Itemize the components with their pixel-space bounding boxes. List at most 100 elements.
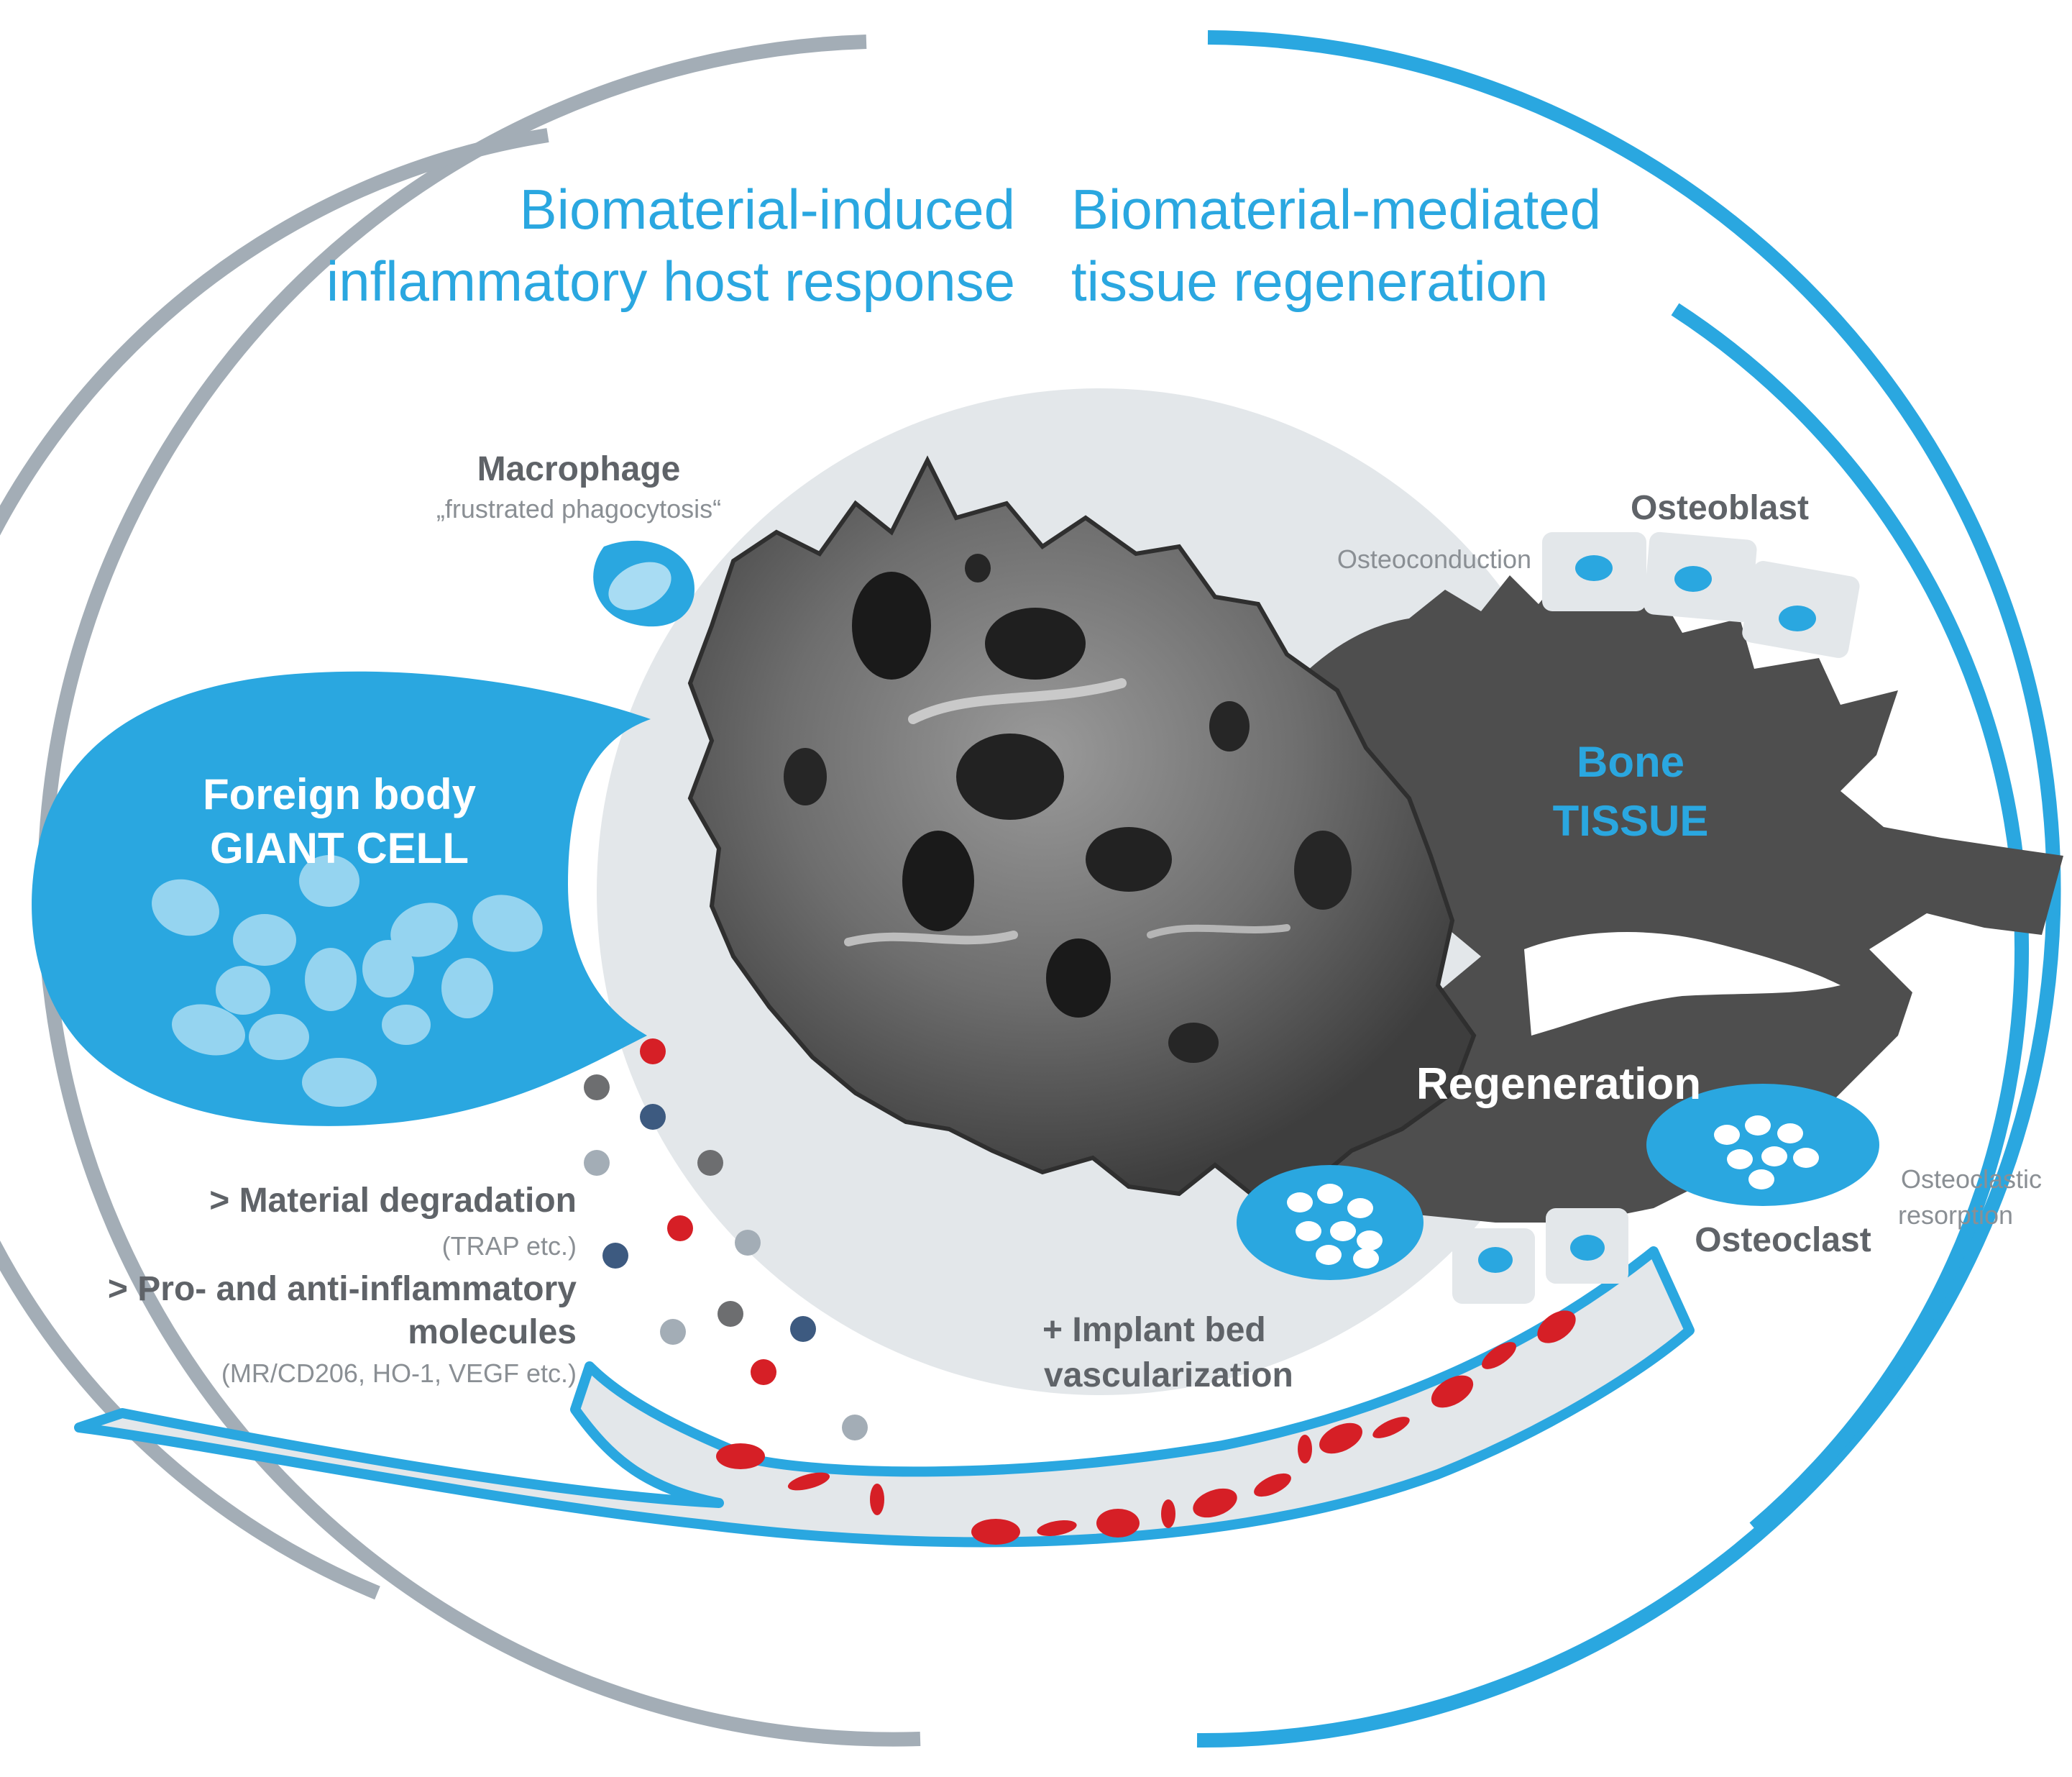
red-blood-cell (1298, 1435, 1312, 1463)
scaffold-ridge (908, 678, 1127, 724)
osteoblast-cells (1542, 531, 1860, 658)
nucleus (1793, 1148, 1819, 1168)
nucleus (382, 1005, 431, 1045)
vascularization-label-line1: + Implant bed (1042, 1311, 1266, 1349)
molecule-dot (667, 1215, 693, 1241)
osteoclast-label: Osteoclast (1695, 1221, 1871, 1259)
red-blood-cells (716, 1310, 1576, 1545)
red-blood-cell (971, 1519, 1020, 1545)
molecules-label-line1: > Pro- and anti-inflammatory (108, 1270, 577, 1308)
osteoclastic-label-line1: Osteoclastic (1901, 1164, 2042, 1194)
osteoclast-cell (1237, 1165, 1424, 1280)
osteoblast-nucleus (1779, 606, 1816, 631)
heading-right-line1: Biomaterial-mediated (1071, 178, 1601, 241)
molecule-dot (790, 1316, 816, 1342)
heading-left-line2: inflammatory host response (326, 250, 1015, 313)
red-blood-cell (787, 1472, 830, 1491)
scaffold-pore (852, 572, 931, 680)
scaffold-ridge (844, 931, 1018, 946)
vascularization-label-line2: vascularization (1044, 1356, 1293, 1394)
nucleus (216, 966, 270, 1015)
osteoclast-cell (1646, 1084, 1879, 1206)
molecule-dot (735, 1230, 761, 1256)
molecules-label-line2: molecules (408, 1313, 577, 1351)
nucleus (1357, 1230, 1383, 1251)
osteoclastic-label-line2: resorption (1898, 1200, 2013, 1230)
macrophage-nucleus (608, 562, 671, 611)
nucleus (1777, 1123, 1803, 1143)
nucleus (249, 1014, 309, 1060)
scaffold-pore (1168, 1023, 1219, 1063)
red-blood-cell (1193, 1488, 1237, 1518)
molecule-dot (602, 1243, 628, 1269)
scaffold-pore (902, 831, 974, 931)
osteoblast-nucleus (1575, 555, 1613, 581)
molecule-dot (640, 1038, 666, 1064)
scaffold-pore (784, 748, 827, 805)
red-blood-cell (1254, 1473, 1291, 1497)
molecule-dot (697, 1150, 723, 1176)
nucleus (1353, 1248, 1379, 1269)
red-blood-cell (1482, 1342, 1516, 1369)
nucleus (362, 940, 414, 997)
foreign-body-giant-cell (32, 671, 651, 1126)
scaffold-pore (1046, 938, 1111, 1018)
scaffold-pore (1294, 831, 1352, 910)
osteoconduction-label: Osteoconduction (1337, 544, 1531, 574)
giant-cell-nuclei (152, 855, 543, 1107)
macrophage-label: Macrophage (477, 450, 681, 488)
molecule-dot (718, 1301, 743, 1327)
osteoclast-cells (1237, 1084, 1879, 1304)
outer-ring-right-arc (1196, 30, 2061, 1748)
molecule-dot (842, 1415, 868, 1440)
molecule-dot (660, 1319, 686, 1345)
scaffold-pore (985, 608, 1086, 680)
nucleus (472, 895, 543, 952)
nucleus (305, 948, 357, 1011)
nucleus (1330, 1221, 1356, 1241)
nucleus (390, 903, 458, 957)
osteoclast-nuclei (1714, 1115, 1819, 1189)
osteoblast-nucleus (1674, 566, 1712, 592)
nucleus (1745, 1115, 1771, 1136)
red-blood-cell (1161, 1499, 1175, 1528)
blood-vessel (74, 1246, 1695, 1548)
bone-label-line1: Bone (1577, 738, 1684, 786)
trap-note: (TRAP etc.) (442, 1231, 577, 1261)
nucleus (1748, 1169, 1774, 1189)
regeneration-label: Regeneration (1416, 1059, 1701, 1109)
red-blood-cell (1431, 1375, 1474, 1408)
nucleus (1317, 1184, 1343, 1204)
nucleus (302, 1058, 377, 1107)
giant-cell-label-line2: GIANT CELL (210, 824, 469, 872)
nucleus (1761, 1146, 1787, 1166)
molecule-dot (751, 1359, 776, 1385)
nucleus (172, 1004, 245, 1056)
macrophage-note: „frustrated phagocytosis“ (436, 494, 721, 524)
red-blood-cell (1372, 1417, 1410, 1438)
red-blood-cell (1319, 1422, 1362, 1454)
molecule-dot (640, 1104, 666, 1130)
red-blood-cell (716, 1443, 765, 1469)
molecule-dot (584, 1150, 610, 1176)
red-blood-cell (1096, 1509, 1140, 1538)
biomaterial-scaffold (687, 455, 1477, 1197)
scaffold-pore (1209, 701, 1250, 752)
bone-label-line2: TISSUE (1553, 797, 1709, 845)
nucleus (441, 958, 493, 1018)
molecule-dot (584, 1074, 610, 1100)
scaffold-ridge (1147, 924, 1291, 938)
osteoblast-label: Osteoblast (1631, 489, 1809, 527)
macrophage-cell (593, 540, 695, 627)
lining-cell-nucleus (1570, 1235, 1605, 1261)
nucleus (1287, 1192, 1313, 1212)
scaffold-pore (965, 554, 991, 583)
nucleus (1727, 1149, 1753, 1169)
red-blood-cell (1037, 1520, 1077, 1536)
heading-left-line1: Biomaterial-induced (520, 178, 1015, 241)
osteoclast-nuclei (1287, 1184, 1383, 1269)
released-molecules (584, 1038, 868, 1440)
molecules-note: (MR/CD206, HO-1, VEGF etc.) (221, 1358, 577, 1388)
